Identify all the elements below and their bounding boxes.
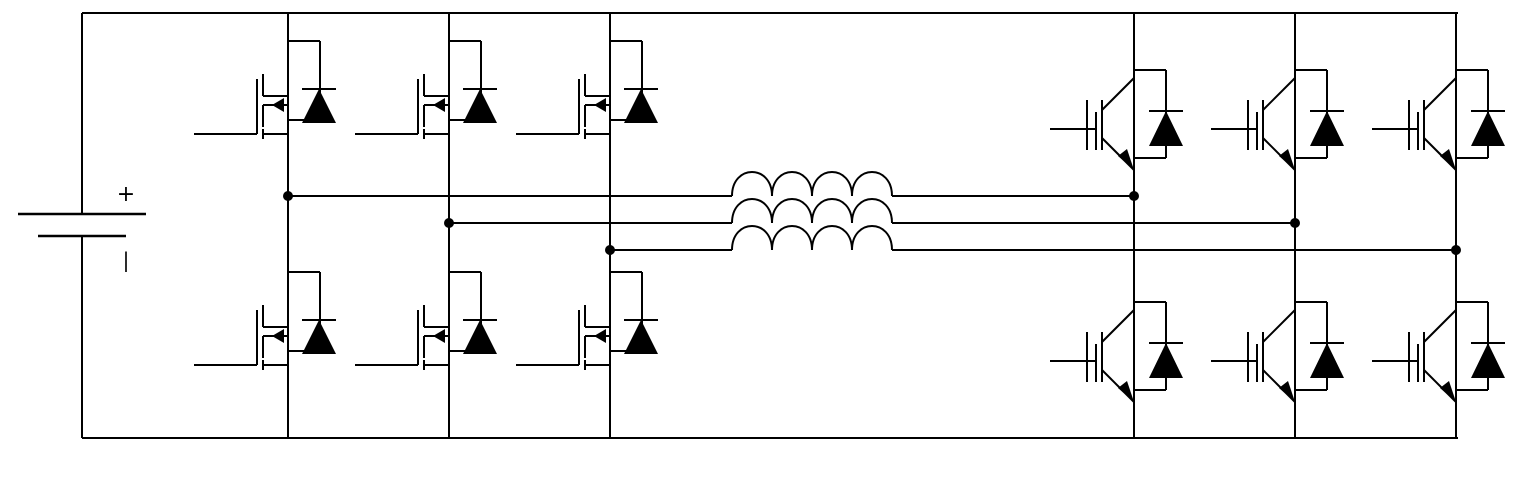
mosfet-bridge xyxy=(193,40,659,393)
mosfet-upper-c xyxy=(515,40,659,162)
inductor-a xyxy=(731,171,893,197)
mosfet-lower-c xyxy=(515,271,659,393)
mosfet-upper-b xyxy=(354,40,498,162)
igbt-lower-c xyxy=(1371,275,1506,406)
junction-dots xyxy=(283,191,1461,255)
igbt-upper-a xyxy=(1049,43,1184,174)
battery-symbol xyxy=(18,202,146,238)
dc-bus xyxy=(81,12,1458,439)
mosfet-upper-a xyxy=(193,40,337,162)
battery-positive-label: + xyxy=(117,182,135,207)
igbt-bridge xyxy=(1049,43,1506,406)
igbt-upper-b xyxy=(1210,43,1345,174)
inductor-c xyxy=(731,225,893,251)
igbt-lower-b xyxy=(1210,275,1345,406)
inductors xyxy=(731,171,893,251)
igbt-upper-c xyxy=(1371,43,1506,174)
mosfet-lower-a xyxy=(193,271,337,393)
mosfet-lower-b xyxy=(354,271,498,393)
battery-negative-label: | xyxy=(123,248,130,272)
phase-wires xyxy=(288,195,1456,251)
inductor-b xyxy=(731,198,893,224)
igbt-lower-a xyxy=(1049,275,1184,406)
